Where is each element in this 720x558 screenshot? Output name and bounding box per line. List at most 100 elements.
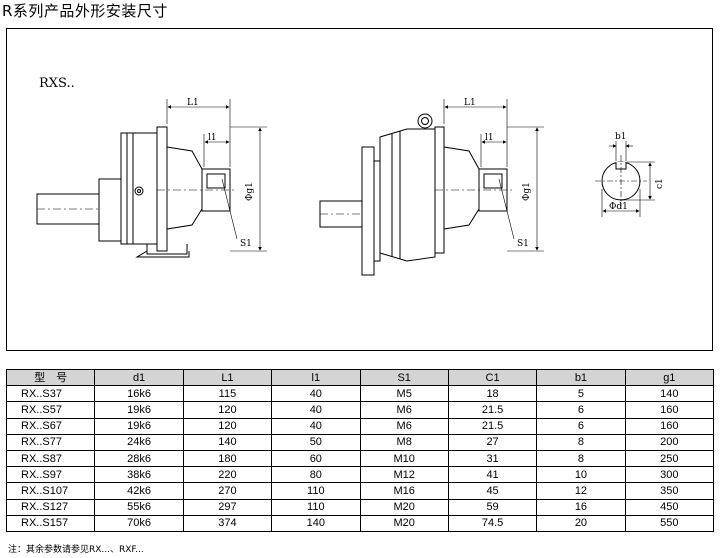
cell-S1: M20	[359, 514, 449, 532]
cell-L1: 297	[182, 498, 273, 516]
cell-g1: 450	[624, 498, 715, 516]
drawing-svg: L1 l1 S1 Φg1	[36, 98, 665, 276]
cell-C1: 45	[447, 482, 538, 500]
cell-l1: 80	[271, 466, 361, 484]
header-S1: S1	[359, 368, 449, 387]
label-l1-left: l1	[208, 133, 217, 143]
cell-L1: 120	[182, 401, 273, 419]
cell-b1: 10	[536, 466, 626, 484]
table-header-row: 型 号 d1 L1 l1 S1 C1 b1 g1	[5, 368, 715, 387]
header-l1: l1	[271, 368, 361, 387]
cell-C1: 31	[447, 449, 538, 468]
cell-g1: 160	[624, 417, 715, 435]
label-d1: Φd1	[609, 202, 628, 212]
cell-g1: 250	[624, 449, 715, 468]
header-g1: g1	[624, 368, 715, 387]
cell-L1: 270	[182, 482, 273, 500]
cell-C1: 41	[447, 466, 538, 484]
foot-mounted-view	[36, 99, 267, 258]
cell-L1: 120	[182, 417, 273, 435]
cell-model: RX..S67	[5, 417, 96, 435]
label-S1-left: S1	[240, 239, 252, 249]
table-row: RX..S67 19k6 120 40 M6 21.5 6 160	[5, 417, 715, 435]
header-d1: d1	[94, 368, 184, 387]
dimension-drawing: RXS..	[6, 28, 713, 351]
cell-model: RX..S157	[5, 514, 96, 532]
table-row: RX..S97 38k6 220 80 M12 41 10 300	[5, 466, 715, 484]
table-row: RX..S57 19k6 120 40 M6 21.5 6 160	[5, 401, 715, 419]
cell-g1: 200	[624, 433, 715, 451]
cell-d1: 16k6	[94, 385, 184, 403]
cell-d1: 24k6	[94, 433, 184, 451]
cell-g1: 140	[624, 385, 715, 403]
cell-l1: 110	[271, 482, 361, 500]
footnote: 注：其余参数请参见RX...、RXF...	[8, 545, 144, 555]
table-row: RX..S37 16k6 115 40 M5 18 5 140	[5, 385, 715, 403]
cell-d1: 19k6	[94, 417, 184, 435]
cell-g1: 550	[624, 514, 715, 532]
cell-l1: 110	[271, 498, 361, 516]
cell-model: RX..S107	[5, 482, 96, 500]
label-L1-middle: L1	[464, 98, 476, 108]
cell-S1: M6	[359, 401, 449, 419]
label-b1: b1	[615, 132, 627, 142]
label-l1-middle: l1	[485, 133, 494, 143]
cell-g1: 350	[624, 482, 715, 500]
cell-S1: M20	[359, 498, 449, 516]
cell-d1: 42k6	[94, 482, 184, 500]
cell-S1: M16	[359, 482, 449, 500]
table-row: RX..S77 24k6 140 50 M8 27 8 200	[5, 433, 715, 451]
cell-d1: 28k6	[94, 449, 184, 468]
cell-b1: 12	[536, 482, 626, 500]
cell-b1: 8	[536, 433, 626, 451]
cell-C1: 74.5	[447, 514, 538, 532]
cell-b1: 6	[536, 417, 626, 435]
cell-S1: M8	[359, 433, 449, 451]
cell-b1: 8	[536, 449, 626, 468]
cell-l1: 140	[271, 514, 361, 532]
spec-table: 型 号 d1 L1 l1 S1 C1 b1 g1 RX..S37 16k6 11…	[5, 368, 715, 532]
header-b1: b1	[536, 368, 626, 387]
cell-l1: 40	[271, 385, 361, 403]
cell-b1: 6	[536, 401, 626, 419]
cell-C1: 27	[447, 433, 538, 451]
cell-L1: 115	[182, 385, 273, 403]
cell-b1: 20	[536, 514, 626, 532]
cell-L1: 180	[182, 449, 273, 468]
cell-model: RX..S57	[5, 401, 96, 419]
label-S1-middle: S1	[517, 239, 529, 249]
cell-C1: 21.5	[447, 401, 538, 419]
cell-b1: 5	[536, 385, 626, 403]
page-title: R系列产品外形安装尺寸	[2, 2, 168, 20]
table-row: RX..S157 70k6 374 140 M20 74.5 20 550	[5, 514, 715, 532]
cell-d1: 19k6	[94, 401, 184, 419]
cell-g1: 160	[624, 401, 715, 419]
cell-model: RX..S77	[5, 433, 96, 451]
cell-C1: 59	[447, 498, 538, 516]
cell-l1: 40	[271, 417, 361, 435]
cell-d1: 55k6	[94, 498, 184, 516]
series-code-label: RXS..	[39, 76, 75, 91]
flange-mounted-view	[319, 99, 544, 276]
shaft-cross-section	[595, 141, 655, 217]
cell-d1: 70k6	[94, 514, 184, 532]
cell-l1: 60	[271, 449, 361, 468]
header-C1: C1	[447, 368, 538, 387]
cell-L1: 220	[182, 466, 273, 484]
cell-g1: 300	[624, 466, 715, 484]
label-g1-middle: Φg1	[522, 182, 532, 201]
cell-b1: 16	[536, 498, 626, 516]
cell-model: RX..S37	[5, 385, 96, 403]
header-model: 型 号	[5, 368, 96, 387]
cell-l1: 50	[271, 433, 361, 451]
label-L1-left: L1	[187, 98, 199, 108]
cell-model: RX..S87	[5, 449, 96, 468]
cell-l1: 40	[271, 401, 361, 419]
cell-S1: M6	[359, 417, 449, 435]
cell-L1: 140	[182, 433, 273, 451]
cell-S1: M10	[359, 449, 449, 468]
cell-model: RX..S127	[5, 498, 96, 516]
cell-model: RX..S97	[5, 466, 96, 484]
cell-L1: 374	[182, 514, 273, 532]
label-g1-left: Φg1	[245, 182, 255, 201]
